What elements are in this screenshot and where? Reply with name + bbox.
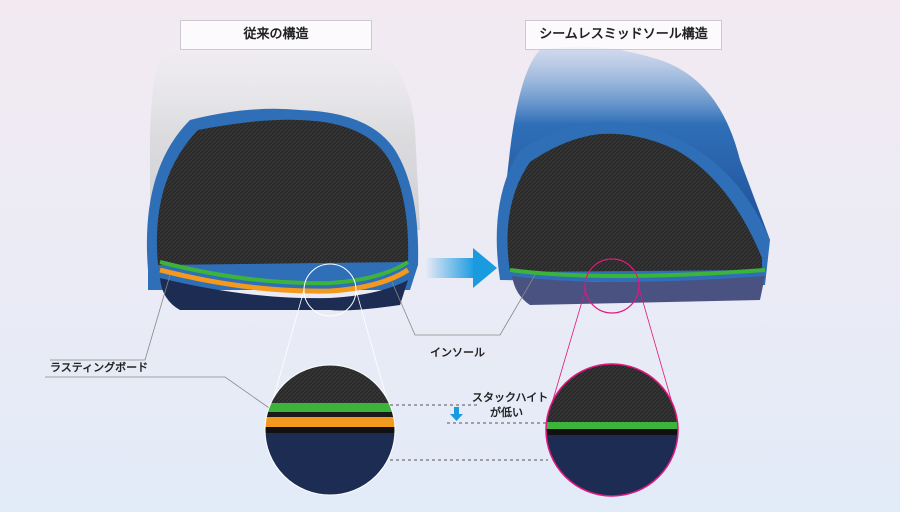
stack-height-guides bbox=[390, 404, 548, 461]
seamless-shoe bbox=[496, 46, 770, 314]
arrow-icon bbox=[425, 248, 497, 288]
insole-label: インソール bbox=[430, 346, 485, 359]
conventional-title: 従来の構造 bbox=[180, 20, 372, 50]
conventional-shoe bbox=[146, 36, 420, 317]
stack-height-label-line2: が低い bbox=[490, 406, 523, 419]
down-arrow-icon bbox=[450, 407, 463, 421]
stack-height-label-line1: スタックハイト bbox=[472, 391, 549, 404]
seamless-zoom-circle bbox=[546, 364, 678, 496]
seamless-title: シームレスミッドソール構造 bbox=[525, 20, 722, 50]
conventional-zoom-circle bbox=[265, 365, 395, 495]
lasting-board-label: ラスティングボード bbox=[50, 361, 149, 374]
